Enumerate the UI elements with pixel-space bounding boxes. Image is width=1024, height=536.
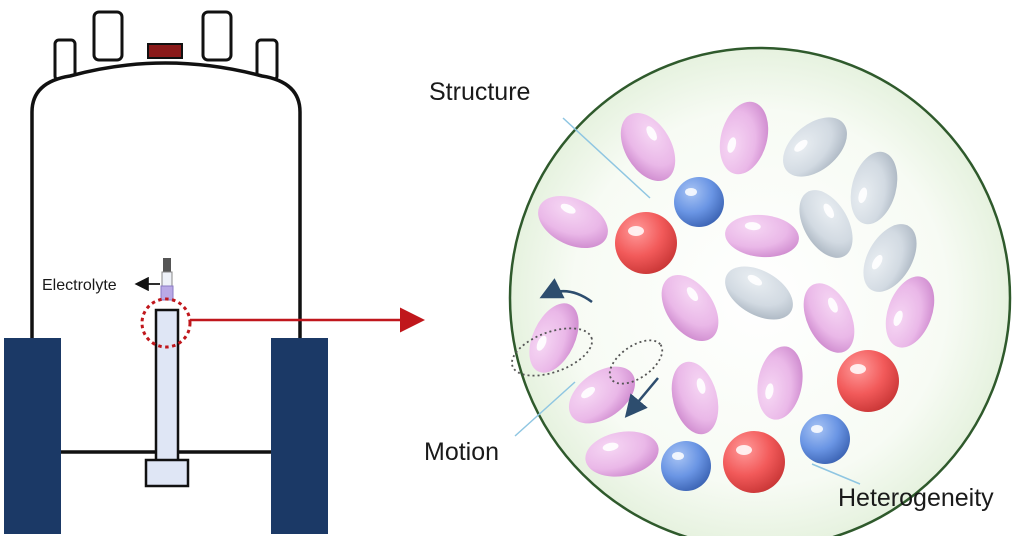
red-sphere	[837, 350, 899, 412]
motion-pointer	[514, 381, 576, 437]
gray-molecule	[863, 224, 917, 292]
structure-label: Structure	[429, 78, 530, 106]
blue-sphere	[661, 441, 711, 491]
pink-molecule	[538, 195, 608, 249]
rotation-path	[511, 327, 593, 377]
translation-arrow	[624, 377, 659, 418]
motion-label: Motion	[424, 438, 499, 466]
probe-base	[144, 458, 190, 488]
pink-molecule	[585, 431, 659, 477]
gray-molecule	[799, 190, 853, 258]
sample-cap	[163, 258, 171, 272]
rotation-arrow	[539, 278, 593, 304]
probe-tube	[154, 308, 180, 464]
heterogeneity-pointer	[811, 463, 861, 485]
red-sphere	[723, 431, 785, 493]
magnet-leg-left	[4, 338, 61, 534]
gray-molecule	[783, 117, 847, 177]
pink-molecule	[885, 276, 935, 348]
pink-molecule	[661, 274, 719, 342]
pink-molecule	[620, 112, 676, 182]
blue-ions	[661, 177, 850, 491]
pink-molecule	[529, 303, 579, 373]
pink-molecule	[803, 283, 855, 353]
translation-path	[608, 339, 664, 385]
red-ions	[615, 212, 899, 493]
selection-circle	[140, 297, 192, 349]
gray-molecule	[850, 151, 898, 225]
heterogeneity-label: Heterogeneity	[838, 484, 994, 512]
nmr-magnet: Electrolyte	[4, 10, 425, 534]
port-cylinder-2	[201, 10, 233, 62]
magnet-leg-right	[271, 338, 328, 534]
pink-molecule	[757, 346, 803, 420]
magnified-view: Structure Motion Heterogeneity	[424, 46, 1012, 536]
magnet-body	[30, 61, 302, 452]
motion-indicators	[511, 278, 664, 418]
pink-molecule	[725, 214, 799, 258]
magnet-cap	[147, 43, 183, 59]
pink-molecules	[529, 101, 935, 477]
blue-sphere	[800, 414, 850, 464]
red-sphere	[615, 212, 677, 274]
pink-molecule	[671, 361, 719, 435]
electrolyte-label: Electrolyte	[42, 277, 117, 294]
pink-molecule	[719, 101, 769, 175]
port-cylinder-1	[92, 10, 124, 62]
gray-molecule	[725, 266, 793, 320]
structure-pointer	[562, 117, 651, 199]
gray-molecules	[725, 117, 917, 320]
pink-molecule	[568, 366, 636, 424]
blue-sphere	[674, 177, 724, 227]
